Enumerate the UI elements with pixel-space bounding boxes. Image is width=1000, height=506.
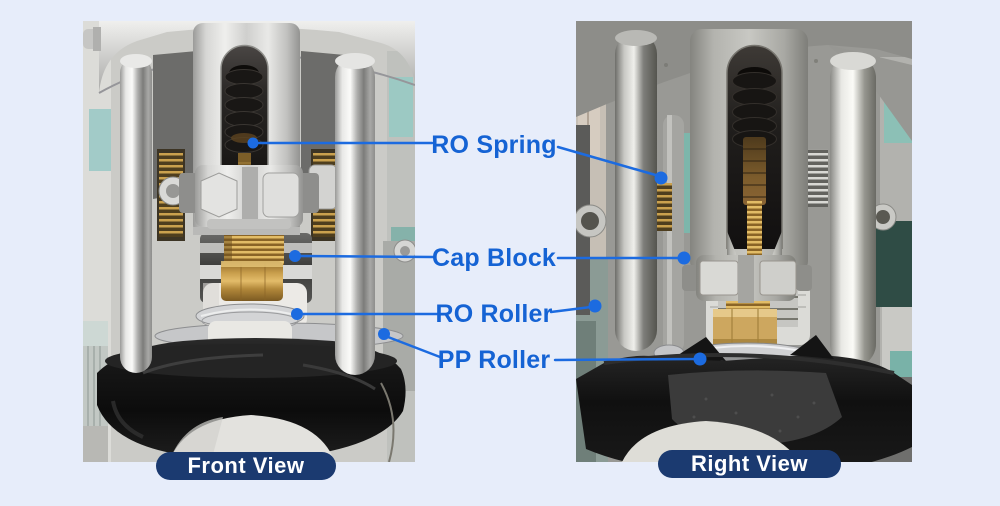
label-cap-block: Cap Block xyxy=(431,244,557,272)
front-photo-guide-rods xyxy=(120,53,375,375)
right-photo-guide-rods xyxy=(615,30,876,367)
label-ro-spring: RO Spring xyxy=(431,131,557,159)
front-view-photo xyxy=(83,21,415,462)
right-photo-side-bolts xyxy=(576,203,897,238)
front-photo-base-plate xyxy=(97,338,406,459)
label-pp-roller: PP Roller xyxy=(437,346,551,374)
label-ro-roller: RO Roller xyxy=(435,300,553,328)
right-view-photo xyxy=(576,21,912,462)
front-photo-cap-block-clamp xyxy=(179,165,319,229)
front-photo-bottle xyxy=(169,382,395,462)
right-photo-cap-block-clamp xyxy=(682,255,812,303)
right-view-badge: Right View xyxy=(658,450,841,478)
front-view-badge: Front View xyxy=(156,452,336,480)
